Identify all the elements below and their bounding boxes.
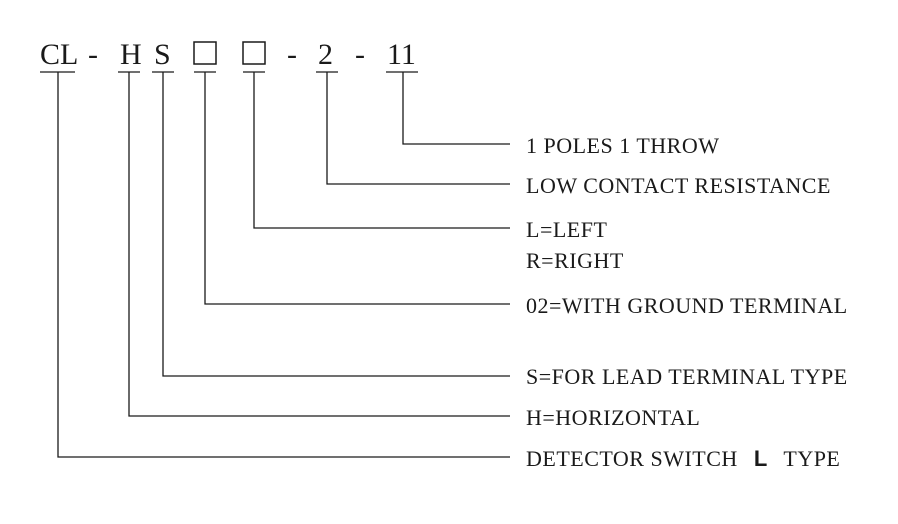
descriptions: 1 POLES 1 THROW LOW CONTACT RESISTANCE L… bbox=[526, 133, 848, 471]
desc-ground: 02=WITH GROUND TERMINAL bbox=[526, 293, 848, 318]
leader-direction bbox=[253, 72, 510, 229]
desc-horizontal: H=HORIZONTAL bbox=[526, 405, 700, 430]
leader-ground bbox=[204, 72, 510, 305]
leader-type bbox=[57, 72, 510, 458]
leader-horizontal bbox=[128, 72, 510, 417]
code-blank-box-2 bbox=[242, 41, 266, 65]
desc-type-letter: L bbox=[754, 446, 768, 471]
desc-right: R=RIGHT bbox=[526, 248, 624, 273]
desc-type-prefix: DETECTOR SWITCH bbox=[526, 446, 738, 471]
desc-poles: 1 POLES 1 THROW bbox=[526, 133, 720, 158]
code-s: S bbox=[154, 38, 171, 71]
code-variant: 2 bbox=[318, 38, 333, 71]
desc-type-suffix: TYPE bbox=[783, 446, 840, 471]
code-dash-3: - bbox=[355, 38, 365, 71]
code-prefix: CL bbox=[40, 38, 78, 71]
part-number-code: CL - H S - 2 - 11 bbox=[40, 38, 416, 71]
code-dash-1: - bbox=[88, 38, 98, 71]
code-dash-2: - bbox=[287, 38, 297, 71]
code-poles: 11 bbox=[387, 38, 416, 71]
code-blank-box-1 bbox=[193, 41, 217, 65]
leader-lead bbox=[162, 72, 510, 377]
desc-left: L=LEFT bbox=[526, 217, 607, 242]
desc-lead: S=FOR LEAD TERMINAL TYPE bbox=[526, 364, 848, 389]
leader-contact bbox=[326, 72, 510, 185]
code-h: H bbox=[120, 38, 142, 71]
desc-type: DETECTOR SWITCH L TYPE bbox=[526, 446, 840, 471]
desc-contact: LOW CONTACT RESISTANCE bbox=[526, 173, 831, 198]
leader-lines bbox=[57, 72, 510, 458]
leader-poles bbox=[402, 72, 510, 145]
